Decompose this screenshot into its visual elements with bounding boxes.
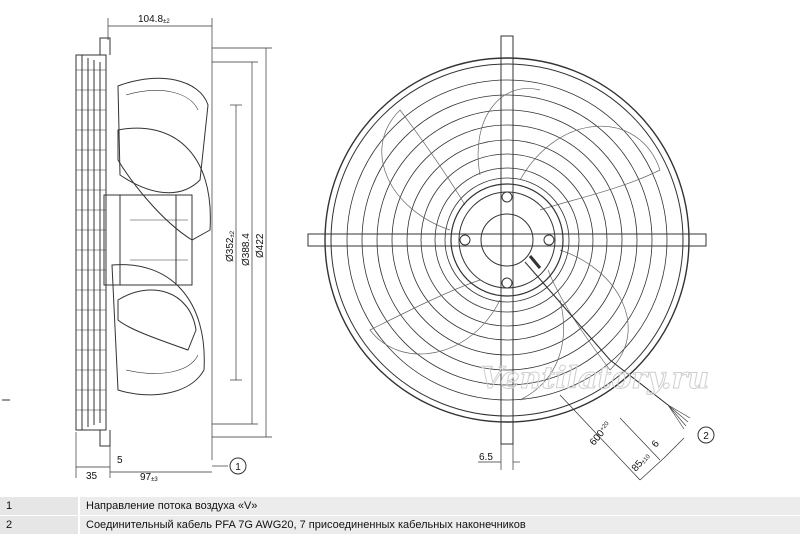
side-dimension-lines [75, 18, 272, 478]
cable-ends [667, 404, 691, 430]
side-view [75, 37, 211, 447]
hub-bolt-top [501, 191, 513, 203]
legend-table: 1 Направление потока воздуха «V» 2 Соеди… [0, 496, 800, 534]
dim-cable-length: 600+20 [588, 420, 614, 448]
technical-drawing: 1 2 104.8±2 Ø352±2 Ø388.4 Ø422 35 5 97±3… [2, 14, 715, 483]
legend-text: Соединительный кабель PFA 7G AWG20, 7 пр… [78, 515, 800, 534]
hub-bolt-bottom [501, 277, 513, 289]
connection-cable [524, 261, 669, 406]
dim-bottom-35: 35 [86, 471, 98, 482]
legend-number: 1 [0, 496, 79, 516]
svg-text:2: 2 [703, 431, 709, 442]
front-horizontal-strut [307, 233, 707, 247]
dim-bottom-5: 5 [117, 455, 123, 466]
dim-top-width: 104.8±2 [138, 14, 170, 25]
front-hub [450, 183, 564, 297]
dim-strip-6: 6 [650, 438, 662, 450]
side-blade-4 [117, 289, 197, 351]
watermark: Ventilatory.ru [480, 361, 709, 396]
hub-bolt-left [459, 234, 471, 246]
dim-strip-85: 85±10 [630, 450, 652, 474]
hub-bolt-right [543, 234, 555, 246]
front-dimension-lines [478, 394, 685, 481]
svg-text:1: 1 [235, 462, 241, 473]
side-blade-1 [117, 77, 209, 194]
side-hub [103, 194, 193, 286]
side-guard-frame [75, 54, 107, 431]
callout-2: 2 [697, 426, 715, 444]
legend-number: 2 [0, 515, 79, 534]
callout-1: 1 [229, 457, 247, 475]
side-blade-3 [111, 264, 205, 396]
front-guard-outer-ring [324, 57, 690, 423]
front-view [307, 35, 707, 445]
legend-row: 2 Соединительный кабель PFA 7G AWG20, 7 … [0, 515, 800, 534]
side-guard-ribs [76, 69, 106, 411]
legend-text: Направление потока воздуха «V» [78, 496, 800, 516]
front-blades [369, 88, 661, 401]
dim-front-offset: 6.5 [479, 452, 493, 463]
legend-row: 1 Направление потока воздуха «V» [0, 496, 800, 516]
dim-bottom-97: 97±3 [140, 472, 158, 483]
dim-diameter-422: Ø422 [255, 233, 266, 258]
dim-diameter-388: Ø388.4 [241, 233, 252, 266]
side-blade-2 [117, 127, 211, 241]
front-vertical-strut [500, 35, 514, 445]
dim-diameter-352: Ø352±2 [225, 230, 236, 262]
